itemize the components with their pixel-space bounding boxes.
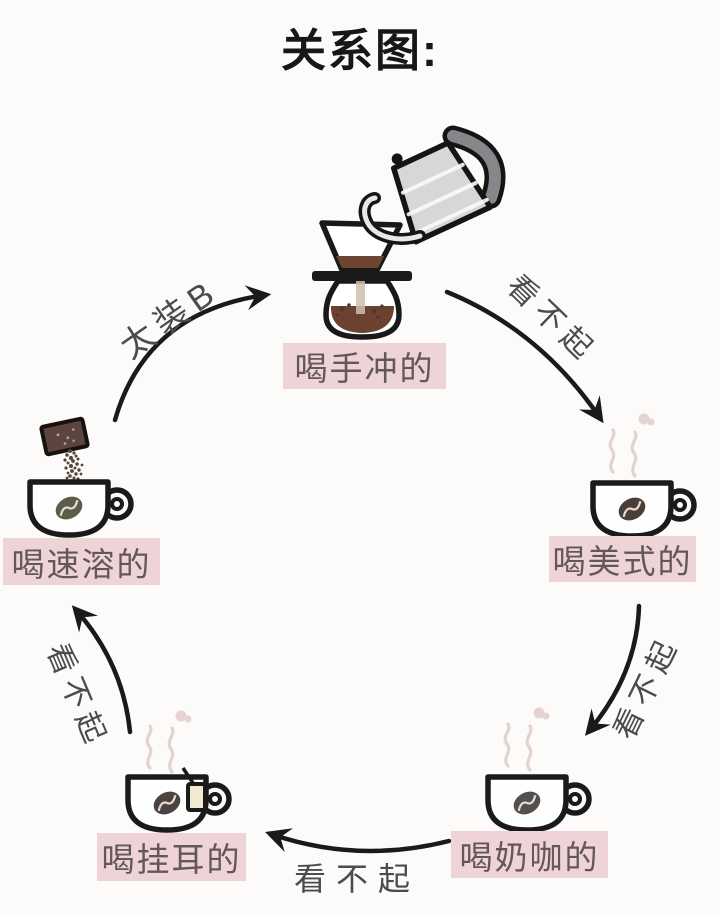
pourover-kettle-dripper-icon xyxy=(312,125,506,340)
node-label-drip-bag: 喝挂耳的 xyxy=(97,833,246,881)
node-label-americano: 喝美式的 xyxy=(549,536,696,582)
milk-coffee-cup-icon xyxy=(485,707,592,833)
dripper-cone-icon xyxy=(312,220,412,281)
steam-icon xyxy=(608,428,638,478)
coffee-bean-icon xyxy=(618,497,646,521)
arrow-milk-to-dripbag xyxy=(265,828,452,854)
coffee-bean-icon xyxy=(513,791,541,815)
node-label-pourover: 喝手冲的 xyxy=(283,343,446,389)
steam-cloud-icon xyxy=(638,413,655,426)
coffee-bean-icon xyxy=(55,496,83,520)
carafe-icon xyxy=(323,278,402,340)
americano-cup-icon xyxy=(590,413,697,539)
kettle-icon xyxy=(358,125,506,245)
coffee-granules-icon xyxy=(63,449,84,483)
instant-packet-icon xyxy=(39,416,90,457)
dripbag-tag-icon xyxy=(181,767,207,812)
coffee-bean-icon xyxy=(153,791,181,815)
node-label-instant: 喝速溶的 xyxy=(3,538,160,585)
steam-icon xyxy=(145,724,175,774)
edge-label-dripbag-instant: 看不起 xyxy=(39,638,114,754)
page-title: 关系图: xyxy=(281,25,439,76)
edge-label-milk-dripbag: 看不起 xyxy=(293,861,421,897)
edge-label-americano-milk: 看不起 xyxy=(607,630,687,745)
steam-icon xyxy=(503,722,533,772)
instant-cup-icon xyxy=(27,416,134,538)
dripbag-cup-icon xyxy=(125,710,232,833)
node-label-milk-coffee: 喝奶咖的 xyxy=(451,831,608,878)
steam-cloud-icon xyxy=(175,710,192,723)
edge-label-instant-pourover: 太装B xyxy=(113,271,227,367)
steam-cloud-icon xyxy=(533,707,550,720)
